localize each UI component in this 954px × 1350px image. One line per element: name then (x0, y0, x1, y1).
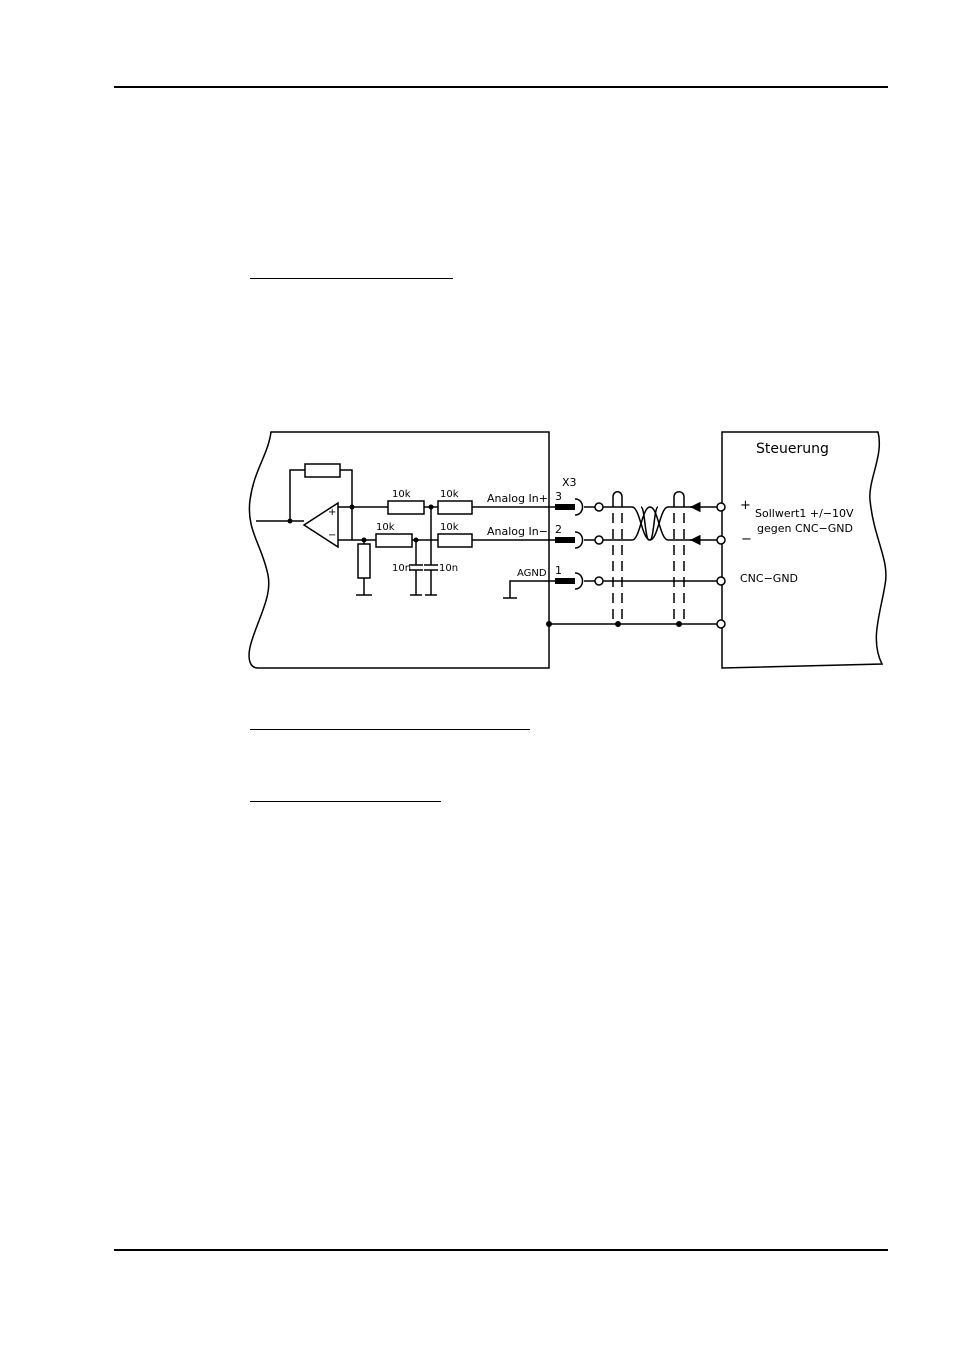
pin-1-contact (555, 578, 575, 584)
label-r4: 10k (440, 522, 459, 533)
footer-rule (114, 1249, 888, 1251)
resistor-10k-4 (437, 533, 473, 548)
label-r1: 10k (392, 489, 411, 500)
label-r2: 10k (440, 489, 459, 500)
label-sollwert: Sollwert1 +/−10V (755, 507, 854, 520)
label-ctrl-minus: − (741, 532, 752, 547)
controller-box (721, 431, 887, 669)
label-c1: 10n (392, 563, 411, 574)
label-cnc-gnd: CNC−GND (740, 572, 798, 585)
label-steuerung: Steuerung (756, 441, 829, 457)
label-c2: 10n (439, 563, 458, 574)
resistor-10k-1 (387, 500, 425, 515)
label-x3: X3 (562, 476, 577, 489)
shield-right (673, 497, 685, 624)
label-opamp-minus: − (328, 530, 336, 541)
label-ctrl-plus: + (740, 498, 751, 513)
label-pin-2: 2 (555, 523, 562, 536)
label-pin-3: 3 (555, 490, 562, 503)
resistor-10k-3 (375, 533, 413, 548)
drive-box (248, 431, 550, 669)
resistor-10k-2 (437, 500, 473, 515)
opamp-symbol (302, 501, 339, 549)
label-analog-in-plus: Analog In+ (487, 492, 548, 505)
section-underline-3 (250, 801, 441, 802)
label-analog-in-minus: Analog In− (487, 525, 548, 538)
label-agnd: AGND (517, 568, 547, 579)
header-rule (114, 86, 888, 88)
section-underline-1 (250, 278, 453, 279)
section-underline-2 (250, 729, 530, 730)
feedback-resistor (304, 463, 341, 478)
pin-2-contact (555, 537, 575, 543)
label-gegen: gegen CNC−GND (757, 522, 853, 535)
label-r3: 10k (376, 522, 395, 533)
ground-resistor (357, 543, 371, 579)
label-opamp-plus: + (328, 507, 336, 518)
label-pin-1: 1 (555, 564, 562, 577)
shield-left (612, 497, 623, 624)
pin-3-contact (555, 504, 575, 510)
